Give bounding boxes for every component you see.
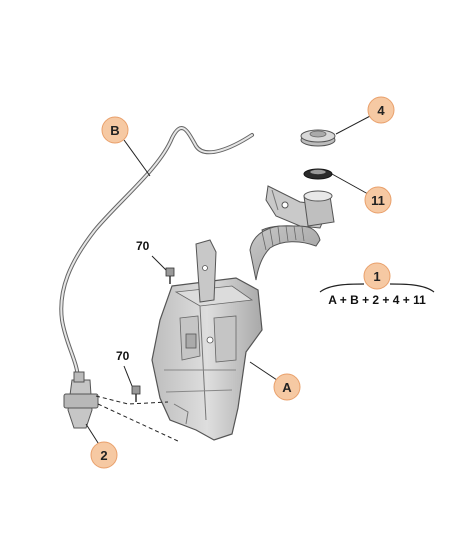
leader-a: [249, 361, 281, 383]
kit-composition: 1 A + B + 2 + 4 + 11: [319, 262, 435, 307]
filler-cap: [300, 129, 336, 147]
svg-text:2: 2: [100, 448, 107, 463]
screw-label-upper: 70: [136, 239, 150, 253]
callout-4: 4: [367, 96, 395, 124]
screw-label-lower: 70: [116, 349, 130, 363]
callout-2: 2: [90, 441, 118, 469]
svg-text:4: 4: [377, 103, 385, 118]
screw-upper: [165, 267, 175, 284]
pump-mount-dashed-line: [95, 395, 181, 443]
screw-lower-leader: [123, 365, 133, 387]
leader-11: [331, 173, 369, 195]
callout-b: B: [101, 116, 129, 144]
cap-seal: [303, 168, 333, 180]
washer-hose-b: [59, 126, 254, 382]
leader-2: [85, 423, 101, 447]
screw-lower: [131, 385, 141, 402]
svg-text:B: B: [110, 123, 119, 138]
callout-1: [363, 262, 391, 290]
kit-formula: A + B + 2 + 4 + 11: [328, 293, 426, 307]
svg-text:11: 11: [371, 193, 385, 208]
washer-pump: [63, 371, 99, 429]
callout-a: A: [273, 373, 301, 401]
callout-11: 11: [364, 186, 392, 214]
leader-b: [123, 139, 151, 177]
svg-text:1: 1: [373, 269, 380, 284]
leader-4: [335, 113, 375, 135]
svg-text:A: A: [282, 380, 292, 395]
filler-neck: [249, 185, 335, 281]
screw-upper-leader: [151, 255, 167, 271]
washer-reservoir-tank: [151, 239, 263, 441]
kit-brace: [319, 283, 435, 293]
